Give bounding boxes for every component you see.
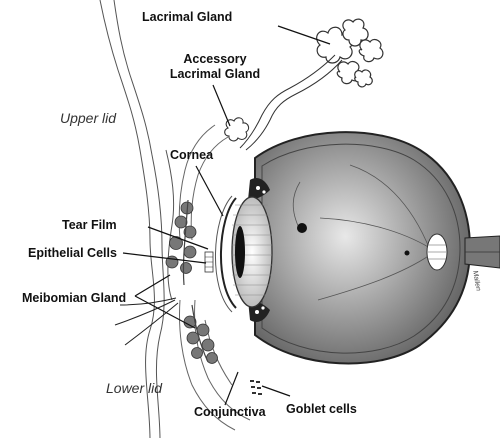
- eyelashes: [114, 297, 179, 346]
- label-upper-lid: Upper lid: [60, 110, 117, 126]
- lens: [231, 196, 273, 308]
- lacrimal-gland: [316, 18, 384, 88]
- meibomian-gland-upper: [165, 201, 197, 274]
- cornea: [220, 197, 237, 309]
- lacrimal-duct: [239, 54, 343, 151]
- label-tear-film: Tear Film: [62, 218, 117, 232]
- label-goblet-cells: Goblet cells: [286, 402, 357, 416]
- label-lower-lid: Lower lid: [106, 380, 163, 396]
- pupil: [235, 226, 245, 278]
- label-accessory-line2: Lacrimal Gland: [169, 67, 261, 81]
- accessory-lacrimal-gland: [224, 117, 250, 142]
- meibomian-duct-upper: [182, 199, 189, 286]
- meibomian-duct-lower: [191, 304, 209, 363]
- eyeball: [254, 131, 500, 365]
- label-accessory-line1: Accessory: [183, 52, 247, 66]
- label-accessory-lacrimal-gland: Accessory Lacrimal Gland: [150, 52, 280, 82]
- label-cornea: Cornea: [170, 148, 214, 162]
- label-lacrimal-gland: Lacrimal Gland: [142, 10, 233, 24]
- upper-lid-outline: [99, 0, 175, 438]
- label-epithelial-cells: Epithelial Cells: [28, 246, 117, 260]
- label-meibomian-gland: Meibomian Gland: [22, 291, 127, 305]
- meibomian-gland-lower: [183, 315, 218, 364]
- label-conjunctiva: Conjunctiva: [194, 405, 266, 419]
- leader-lines: [122, 25, 331, 406]
- goblet-cells: [250, 380, 262, 395]
